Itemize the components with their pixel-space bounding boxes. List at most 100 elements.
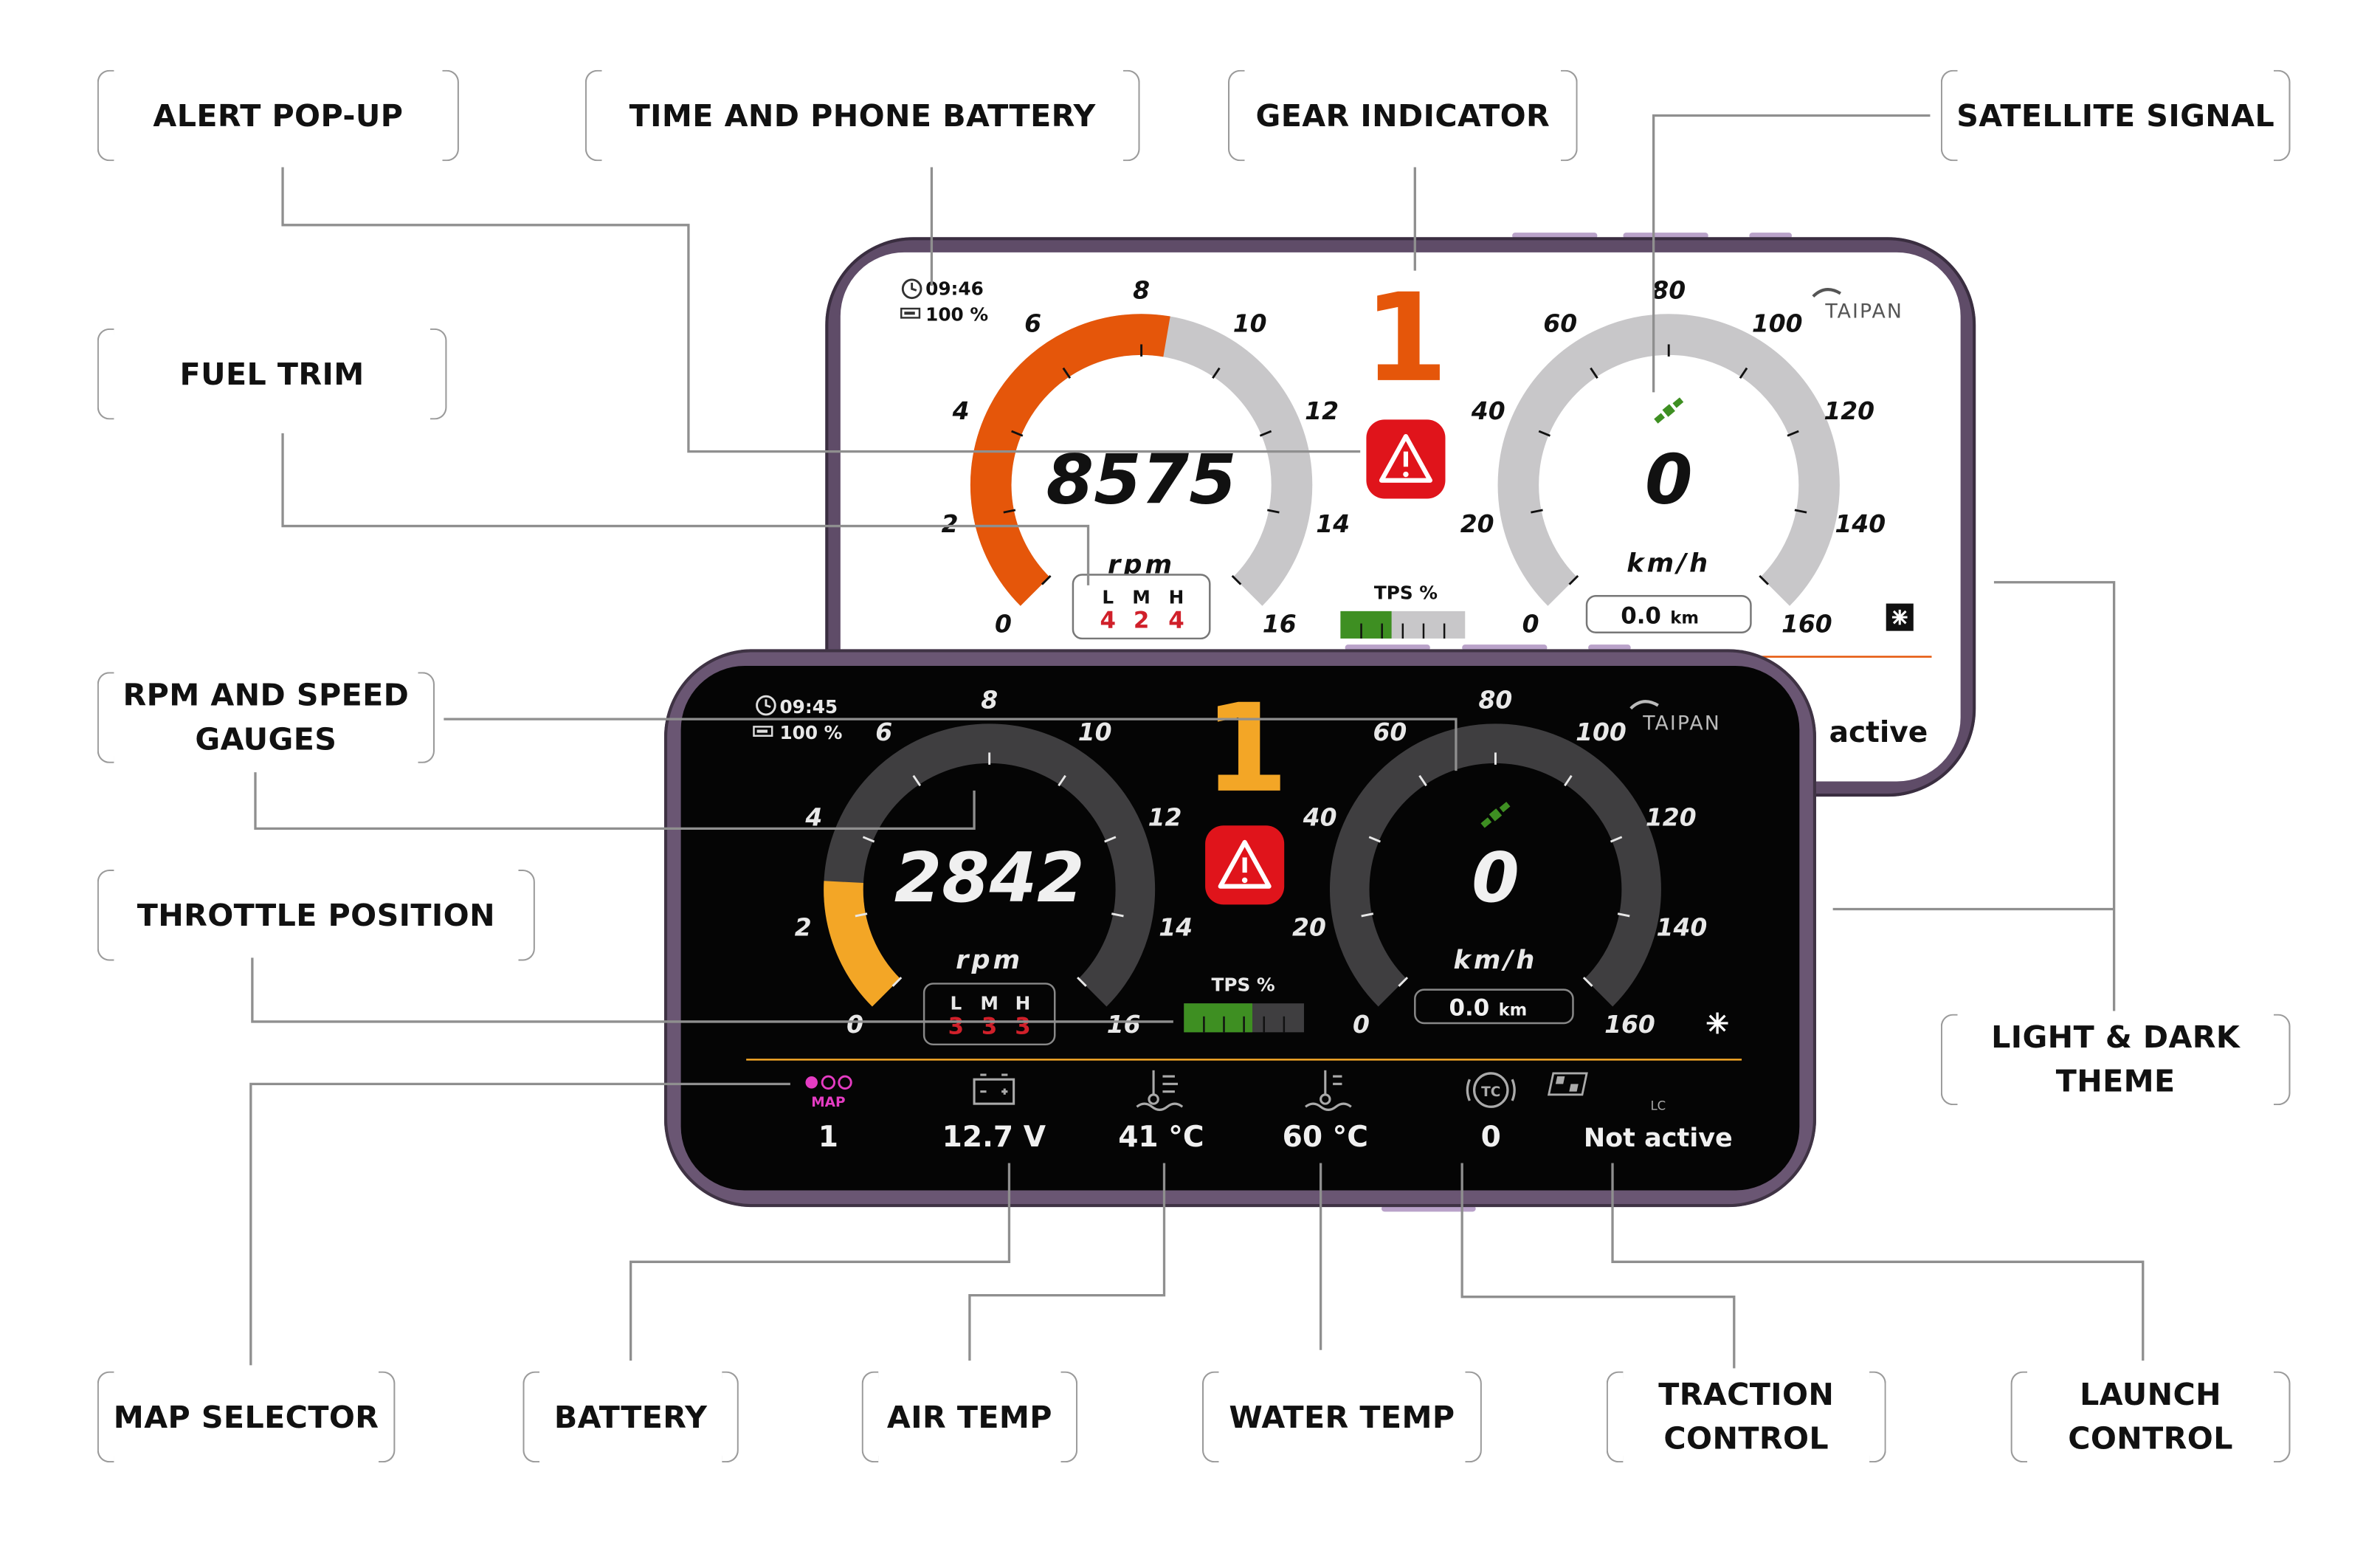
- footer-battery: 12.7 V: [942, 1073, 1046, 1154]
- light-speed-gauge-tick-mark: [1759, 574, 1769, 585]
- tps-bar-fill: [1184, 1003, 1253, 1033]
- dark-rpm-gauge-tick-mark: [1058, 774, 1066, 787]
- dark-rpm-gauge-tick-mark: [862, 836, 875, 843]
- dark-rpm-gauge-tick-label: 14: [1159, 912, 1193, 941]
- callout-time-phone-battery: TIME AND PHONE BATTERY: [584, 69, 1140, 162]
- line-theme-light: [1993, 581, 2116, 1011]
- tps-label: TPS %: [1212, 974, 1275, 996]
- traction-control-value: 0: [1481, 1121, 1501, 1154]
- footer-map-selector[interactable]: MAP 1: [805, 1075, 852, 1154]
- phone-battery-icon: [753, 726, 773, 737]
- fuel-trim-box: L M H 4 2 4: [1072, 574, 1211, 640]
- light-speed-gauge-tick-mark: [1590, 367, 1598, 379]
- dark-speed-gauge-tick-mark: [1582, 977, 1593, 987]
- satellite-icon: [1654, 397, 1684, 424]
- phone-side-button: [1345, 644, 1430, 651]
- light-rpm-gauge-tick-label: 16: [1263, 609, 1297, 638]
- trim-label-l: L: [950, 992, 962, 1014]
- callout-rpm-speed-gauges: RPM AND SPEED GAUGES: [97, 672, 435, 763]
- trim-label-l: L: [1102, 587, 1114, 608]
- alert-icon[interactable]: [1205, 825, 1285, 905]
- light-rpm-gauge-tick-label: 2: [942, 509, 959, 538]
- satellite-icon: [1480, 802, 1511, 828]
- callout-launch-control: LAUNCH CONTROL: [2010, 1371, 2291, 1463]
- dark-speed-gauge-tick-mark: [1418, 774, 1427, 787]
- rpm-unit: rpm: [956, 946, 1023, 975]
- dark-speed-gauge-tick-label: 140: [1657, 912, 1708, 941]
- trim-value-m: 3: [982, 1013, 997, 1039]
- light-speed-gauge-tick-label: 60: [1543, 309, 1577, 337]
- light-rpm-gauge-tick-mark: [1267, 509, 1280, 514]
- phone-side-button: [1381, 1206, 1476, 1212]
- dark-speed-gauge-tick-mark: [1610, 836, 1623, 843]
- trim-value-h: 4: [1168, 608, 1184, 634]
- launch-control-status: active: [1829, 716, 1928, 749]
- dark-rpm-gauge-tick-label: 2: [795, 912, 812, 941]
- callout-battery: BATTERY: [522, 1371, 739, 1463]
- light-rpm-gauge-tick-mark: [1231, 574, 1242, 585]
- phone-side-button: [1588, 644, 1631, 651]
- trim-value-h: 3: [1015, 1013, 1030, 1039]
- theme-toggle-icon[interactable]: [1706, 1012, 1728, 1034]
- light-speed-gauge-tick-label: 80: [1652, 276, 1686, 305]
- dark-rpm-gauge-tick-label: 6: [875, 718, 892, 746]
- map-dots-icon: [805, 1075, 852, 1090]
- callout-fuel-trim: FUEL TRIM: [97, 328, 447, 420]
- taipan-logo: TAIPAN: [1812, 288, 1903, 323]
- alert-icon[interactable]: [1366, 419, 1446, 499]
- dark-rpm-gauge-tick-mark: [1104, 836, 1117, 843]
- dark-rpm-gauge-tick-label: 16: [1107, 1010, 1141, 1039]
- light-rpm-gauge-tick-label: 8: [1133, 276, 1150, 305]
- dark-rpm-gauge-tick-label: 10: [1078, 718, 1112, 746]
- battery-voltage: 12.7 V: [942, 1121, 1046, 1154]
- dark-rpm-gauge-tick-mark: [1111, 912, 1124, 918]
- trim-value-m: 2: [1134, 608, 1149, 634]
- rpm-value: 2842: [894, 838, 1085, 918]
- light-rpm-gauge-tick-label: 14: [1316, 509, 1350, 538]
- tps-label: TPS %: [1374, 582, 1438, 603]
- tps-bar: [1340, 611, 1466, 639]
- map-value: 1: [818, 1121, 838, 1154]
- callout-air-temp: AIR TEMP: [861, 1371, 1078, 1463]
- dark-speed-gauge-tick-label: 100: [1576, 718, 1627, 746]
- trim-label-m: M: [980, 992, 998, 1014]
- light-speed-gauge-tick-label: 40: [1471, 396, 1505, 425]
- tps-bar: [1184, 1003, 1304, 1033]
- footer-launch-control[interactable]: LC Not active: [1547, 1072, 1733, 1153]
- trip-unit: km: [1670, 608, 1699, 627]
- footer-traction-control[interactable]: TC 0: [1466, 1072, 1516, 1154]
- light-speed-gauge-tick-label: 120: [1824, 396, 1874, 425]
- light-rpm-gauge-tick-label: 10: [1233, 309, 1267, 337]
- dark-speed-gauge-tick-mark: [1617, 912, 1630, 918]
- trim-value-l: 4: [1100, 608, 1116, 634]
- phone-battery-icon: [900, 307, 921, 319]
- light-speed-gauge-tick-label: 140: [1835, 509, 1886, 538]
- dark-rpm-gauge-tick-mark: [855, 912, 868, 918]
- fuel-trim-box: L M H 3 3 3: [922, 983, 1056, 1046]
- theme-toggle-icon[interactable]: [1886, 603, 1914, 631]
- speed-unit: km/h: [1627, 548, 1711, 578]
- dark-speed-gauge-tick-label: 20: [1292, 912, 1326, 941]
- tc-badge: TC: [1481, 1084, 1500, 1100]
- trim-value-l: 3: [948, 1013, 964, 1039]
- footer-water-temp: 60 °C: [1283, 1070, 1368, 1154]
- trip-odometer: 0.0 km: [1585, 595, 1752, 633]
- trip-unit: km: [1499, 1001, 1528, 1020]
- brand-name: TAIPAN: [1824, 300, 1903, 323]
- dark-speed-gauge-tick-label: 80: [1479, 686, 1513, 715]
- clock-time: 09:46: [925, 278, 984, 300]
- footer-air-temp: 41 °C: [1118, 1070, 1204, 1154]
- dark-rpm-gauge-tick-label: 12: [1148, 803, 1182, 832]
- light-speed-gauge-tick-mark: [1568, 574, 1579, 585]
- callout-water-temp: WATER TEMP: [1201, 1371, 1482, 1463]
- callout-alert-popup: ALERT POP-UP: [97, 69, 459, 162]
- trip-odometer: 0.0 km: [1414, 988, 1574, 1025]
- air-temp-icon: [1136, 1070, 1184, 1111]
- dark-speed-gauge-tick-label: 60: [1373, 718, 1407, 746]
- clock-icon: [756, 695, 776, 716]
- taipan-logo: TAIPAN: [1629, 700, 1720, 735]
- light-speed-gauge-tick-mark: [1538, 430, 1551, 437]
- dark-speed-gauge-tick-label: 120: [1646, 803, 1697, 832]
- dark-speed-gauge-track: [1330, 723, 1661, 1007]
